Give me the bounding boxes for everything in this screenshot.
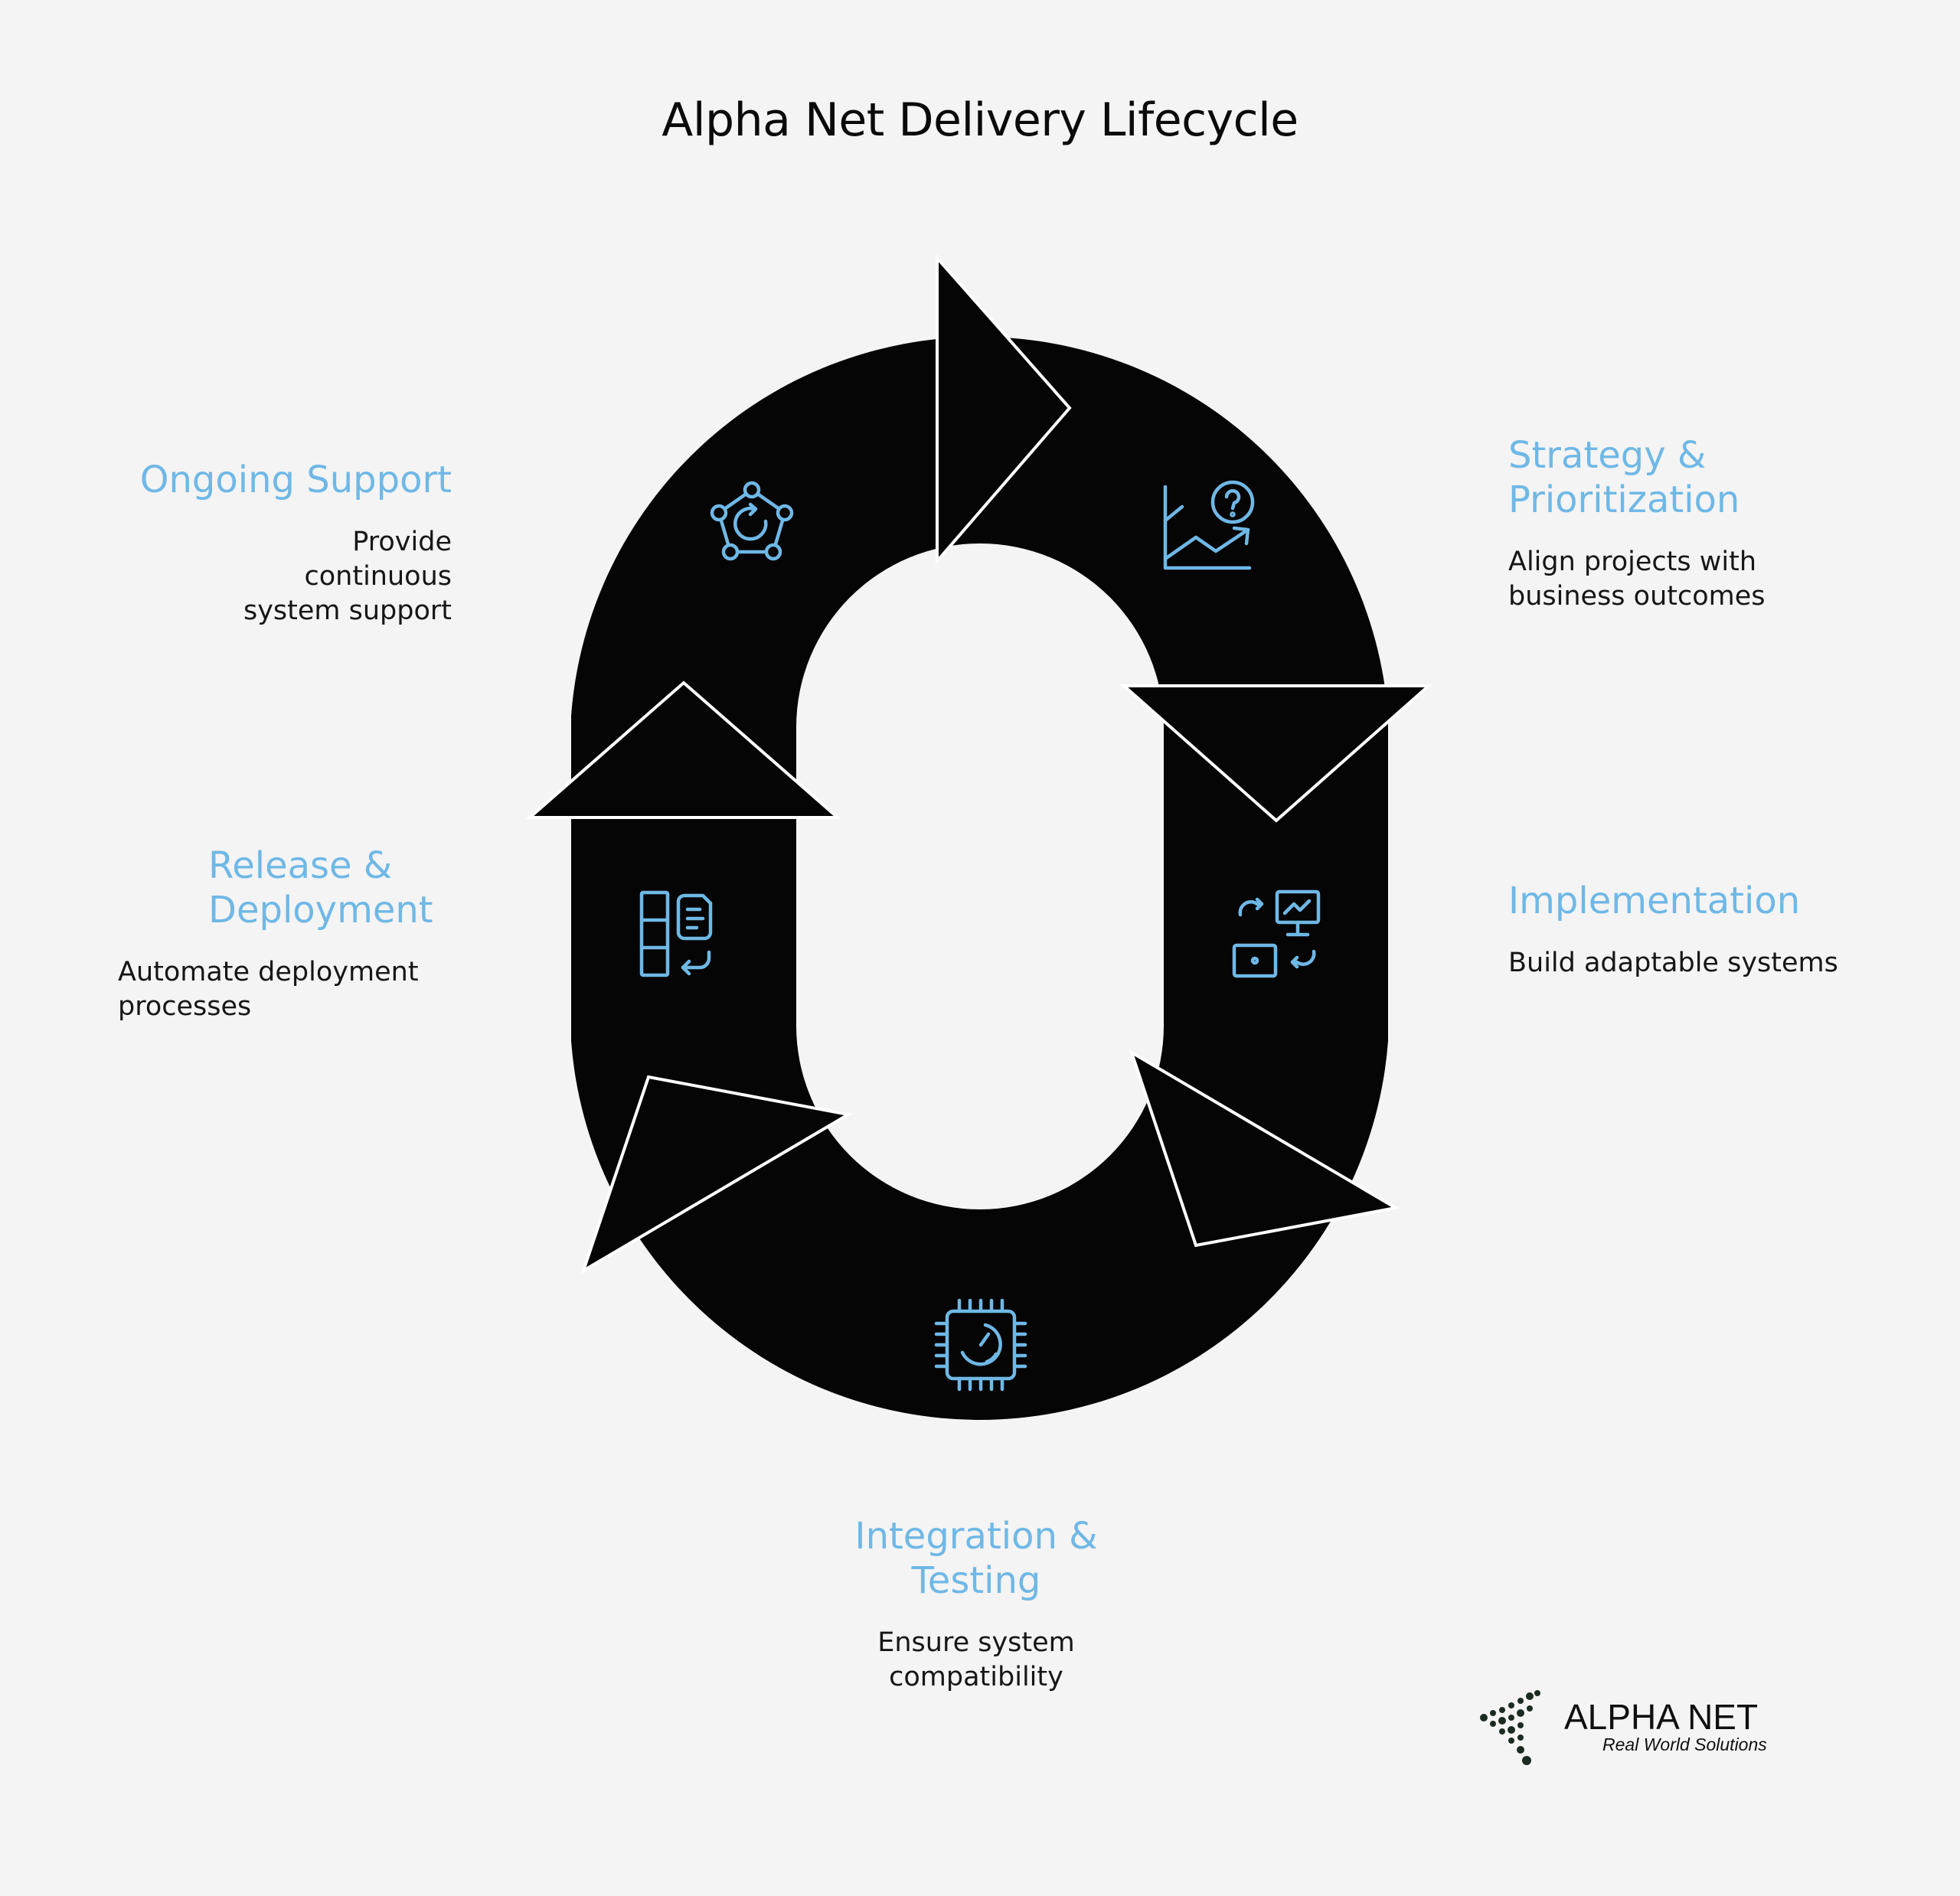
arrow-support-to-strategy [936, 253, 1072, 566]
arrow-release-to-support [525, 680, 842, 819]
blocks-document-icon [639, 890, 713, 977]
step-heading: Strategy & Prioritization [1508, 434, 1740, 521]
step-implementation: Implementation Build adaptable systems [1508, 879, 1937, 981]
step-ongoing-support: Ongoing Support Provide continuous syste… [23, 458, 452, 628]
step-heading: Release & Deployment [208, 844, 433, 932]
step-description: Build adaptable systems [1508, 948, 1838, 978]
chip-gauge-icon [934, 1298, 1027, 1392]
step-description: Align projects with business outcomes [1508, 547, 1766, 612]
step-integration-testing: Integration & Testing Ensure system comp… [762, 1514, 1191, 1695]
arrow-integration-to-release [580, 1075, 853, 1274]
logo-brand: ALPHA NET [1564, 1697, 1759, 1737]
chart-question-icon [1163, 480, 1255, 570]
logo-dots-icon [1480, 1690, 1540, 1765]
logo-tagline: Real World Solutions [1602, 1734, 1767, 1754]
page-title: Alpha Net Delivery Lifecycle [662, 93, 1298, 147]
step-heading: Integration & Testing [854, 1515, 1098, 1602]
alpha-net-logo: ALPHA NET Real World Solutions [1476, 1687, 1813, 1771]
step-strategy-prioritization: Strategy & Prioritization Align projects… [1508, 433, 1937, 614]
arrow-strategy-to-implementation [1119, 684, 1433, 823]
monitor-swap-icon [1232, 889, 1321, 978]
step-release-deployment: Release & Deployment Automate deployment… [118, 844, 453, 1024]
step-heading: Ongoing Support [139, 458, 452, 501]
pentagon-refresh-icon [710, 481, 794, 561]
step-heading: Implementation [1508, 879, 1801, 922]
arrow-implementation-to-integration [1129, 1049, 1400, 1248]
step-description: Provide continuous system support [243, 527, 452, 626]
step-description: Automate deployment processes [118, 957, 419, 1022]
step-description: Ensure system compatibility [877, 1627, 1075, 1692]
